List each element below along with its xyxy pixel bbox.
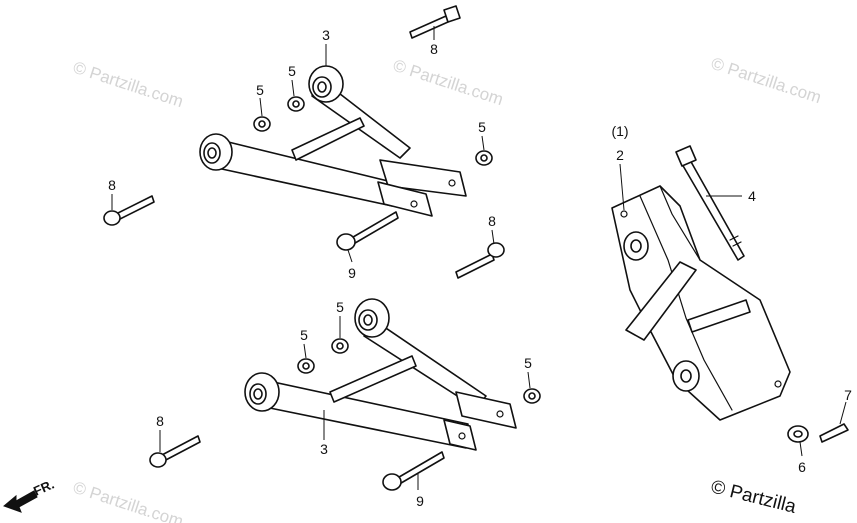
copyright-text: © Partzilla — [709, 476, 799, 517]
bolt-9-upper — [336, 211, 399, 251]
callout-nut: 6 — [798, 459, 806, 475]
bolt-8-top — [409, 5, 461, 39]
callout-bolt: 9 — [348, 265, 356, 281]
watermark: © Partzilla.com — [709, 54, 824, 107]
group-label: (1) — [611, 123, 628, 139]
callout-pin: 7 — [844, 387, 852, 403]
callout-bolt: 9 — [416, 493, 424, 509]
callout-nut: 5 — [300, 327, 308, 343]
callout-bolt: 8 — [430, 41, 438, 57]
callout-nut: 5 — [288, 63, 296, 79]
callout-bracket: 2 — [616, 147, 624, 163]
bolt-8-left — [103, 195, 155, 226]
cotter-pin — [819, 423, 849, 443]
nuts — [253, 96, 809, 443]
callout-nut: 5 — [478, 119, 486, 135]
frame-bracket — [611, 185, 791, 421]
watermark: © Partzilla.com — [71, 58, 186, 111]
callout-nut: 5 — [524, 355, 532, 371]
callouts: 3 5 5 5 8 8 8 9 2 4 5 5 5 8 3 9 6 7 (1) — [108, 27, 852, 509]
bolt-8-low — [149, 435, 201, 468]
callout-nut: 5 — [336, 299, 344, 315]
bolt-8-mid — [455, 242, 505, 279]
callout-upper-arm: 3 — [322, 27, 330, 43]
callout-bolt: 8 — [108, 177, 116, 193]
upper-arm — [199, 65, 467, 217]
callout-long-bolt: 4 — [748, 188, 756, 204]
callout-lower-arm: 3 — [320, 441, 328, 457]
lower-arm — [244, 298, 517, 451]
callout-nut: 5 — [256, 82, 264, 98]
watermark: © Partzilla.com — [391, 56, 506, 109]
leader-lines — [111, 26, 847, 490]
watermark: © Partzilla.com — [71, 478, 186, 523]
front-arrow: FR. — [3, 477, 56, 513]
callout-bolt: 8 — [488, 213, 496, 229]
callout-bolt: 8 — [156, 413, 164, 429]
bolt-9-lower — [382, 451, 445, 491]
front-label: FR. — [31, 477, 56, 499]
long-bolt — [675, 145, 745, 261]
